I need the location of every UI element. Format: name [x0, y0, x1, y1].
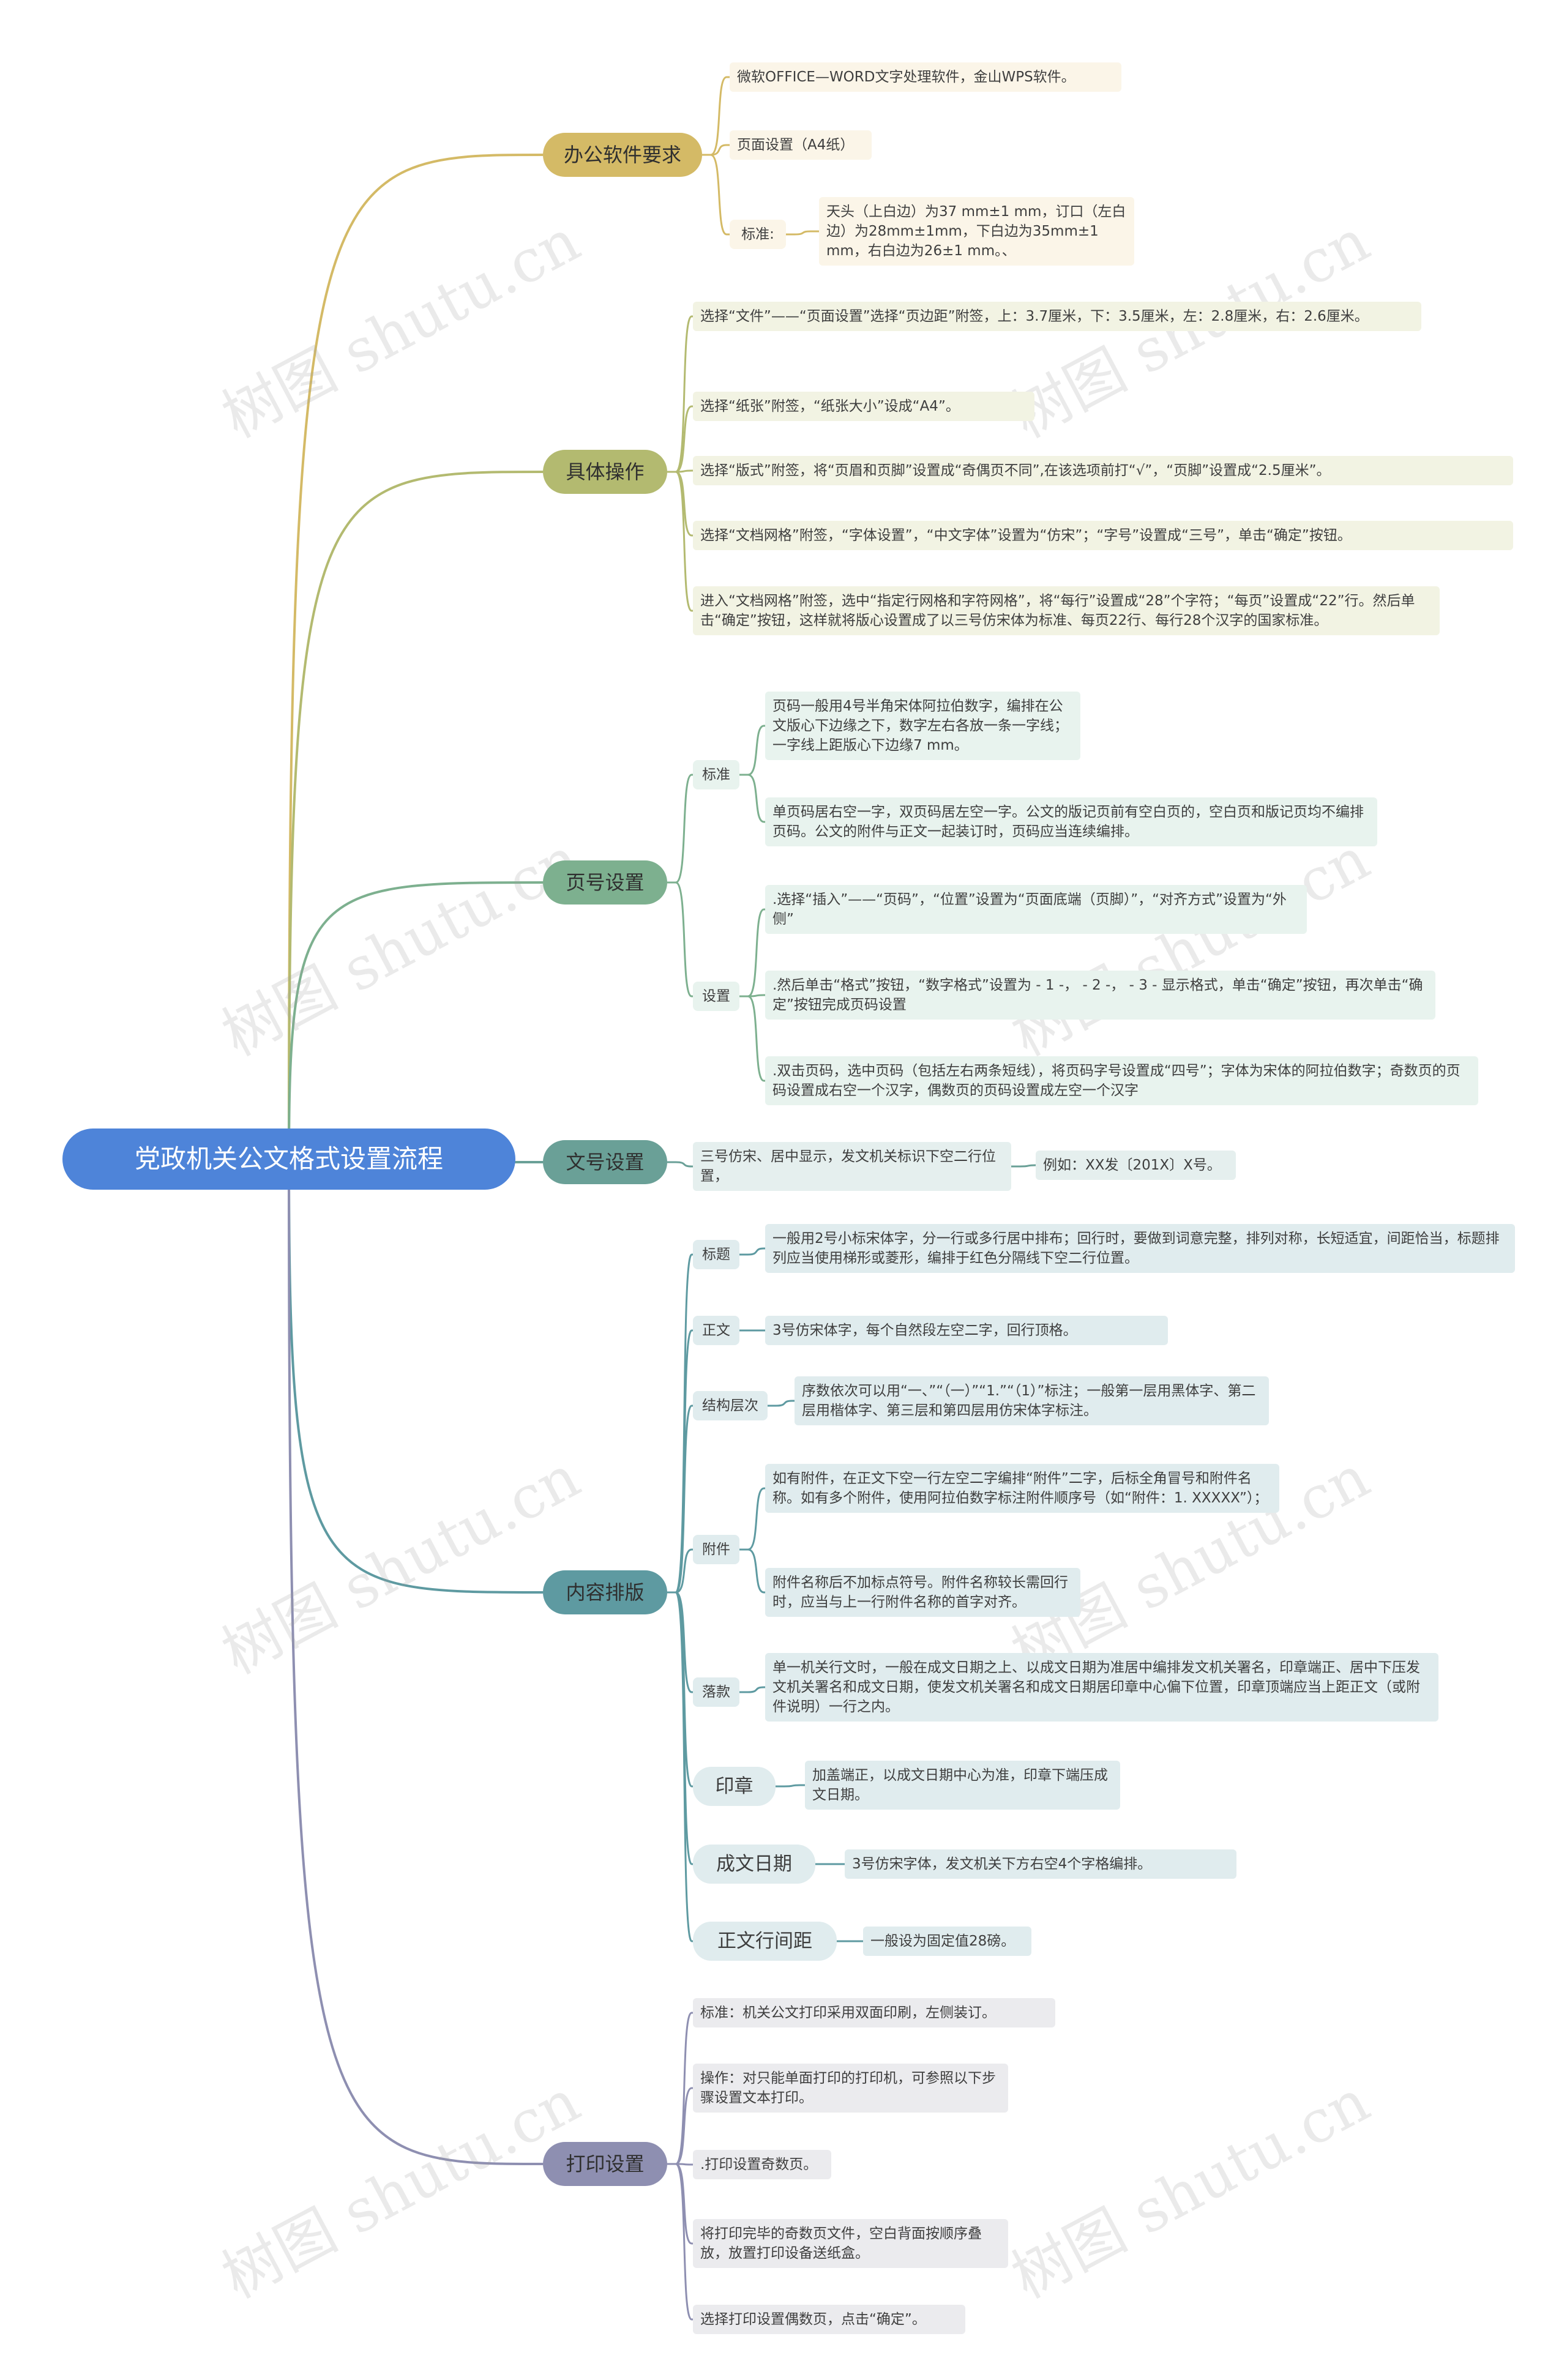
content-attachment-item[interactable]: 附件名称后不加标点符号。附件名称较长需回行时，应当与上一行附件名称的首字对齐。 — [765, 1568, 1080, 1617]
content-seal-text[interactable]: 加盖端正，以成文日期中心为准，印章下端压成文日期。 — [805, 1761, 1120, 1810]
software-item[interactable]: 微软OFFICE—WORD文字处理软件，金山WPS软件。 — [730, 62, 1121, 92]
child-connector — [739, 774, 765, 823]
docnum-example[interactable]: 例如：XX发〔201X〕X号。 — [1036, 1151, 1236, 1180]
content-attachment-item[interactable]: 如有附件，在正文下空一行左空二字编排“附件”二字，后标全角冒号和附件名称。如有多… — [765, 1464, 1279, 1513]
child-connector — [739, 1686, 765, 1693]
child-connector — [702, 76, 730, 156]
content-date-label[interactable]: 成文日期 — [693, 1845, 815, 1884]
child-connector — [667, 1329, 693, 1594]
child-connector — [739, 1487, 765, 1551]
print-item[interactable]: 操作：对只能单面打印的打印机，可参照以下步骤设置文本打印。 — [693, 2064, 1008, 2113]
child-connector — [667, 315, 693, 473]
ops-item[interactable]: 选择“文档网格”附签，“字体设置”，“中文字体”设置为“仿宋”；“字号”设置成“… — [693, 521, 1513, 550]
print-item[interactable]: 将打印完毕的奇数页文件，空白背面按顺序叠放，放置打印设备送纸盒。 — [693, 2219, 1008, 2268]
content-signature-text[interactable]: 单一机关行文时，一般在成文日期之上、以成文日期为准居中编排发文机关署名，印章端正… — [765, 1653, 1438, 1722]
software-item[interactable]: 页面设置（A4纸） — [730, 130, 872, 160]
branch-connector — [288, 471, 544, 1160]
print-item[interactable]: .打印设置奇数页。 — [693, 2150, 831, 2179]
child-connector — [667, 1591, 693, 1942]
content-body-label[interactable]: 正文 — [693, 1316, 739, 1345]
branch-operations[interactable]: 具体操作 — [543, 450, 667, 494]
branch-connector — [288, 154, 544, 1160]
pagenum-setting-item[interactable]: .然后单击“格式”按钮，“数字格式”设置为 - 1 -， - 2 -， - 3 … — [765, 971, 1435, 1020]
pagenum-setting-label[interactable]: 设置 — [693, 982, 739, 1011]
child-connector — [667, 881, 693, 998]
root-node[interactable]: 党政机关公文格式设置流程 — [62, 1128, 515, 1190]
content-structure-label[interactable]: 结构层次 — [693, 1391, 768, 1420]
child-connector — [739, 1247, 765, 1256]
pagenum-setting-item[interactable]: .双击页码，选中页码（包括左右两条短线），将页码字号设置成“四号”；字体为宋体的… — [765, 1056, 1478, 1105]
content-structure-text[interactable]: 序数依次可以用“一、”“（一）”“1.”“（1）”标注；一般第一层用黑体字、第二… — [795, 1376, 1269, 1425]
child-connector — [667, 774, 693, 884]
child-connector — [667, 1161, 693, 1168]
branch-content-layout[interactable]: 内容排版 — [543, 1570, 667, 1614]
child-connector — [667, 471, 693, 612]
content-line-spacing-label[interactable]: 正文行间距 — [693, 1922, 837, 1961]
ops-item[interactable]: 选择“版式”附签，将“页眉和页脚”设置成“奇偶页不同”,在该选项前打“√”，“页… — [693, 456, 1513, 485]
child-connector — [702, 154, 730, 236]
child-connector — [776, 1784, 805, 1788]
ops-item[interactable]: 选择“文件”——“页面设置”选择“页边距”附签，上：3.7厘米，下：3.5厘米，… — [693, 302, 1421, 331]
pagenum-standard-item[interactable]: 页码一般用4号半角宋体阿拉伯数字，编排在公文版心下边缘之下，数字左右各放一条一字… — [765, 692, 1080, 760]
content-date-text[interactable]: 3号仿宋字体，发文机关下方右空4个字格编排。 — [845, 1849, 1236, 1879]
pagenum-standard-label[interactable]: 标准 — [693, 760, 739, 789]
content-signature-label[interactable]: 落款 — [693, 1677, 739, 1707]
child-connector — [739, 908, 765, 998]
child-connector — [667, 2012, 693, 2165]
ops-item[interactable]: 选择“纸张”附签，“纸张大小”设成“A4”。 — [693, 392, 1034, 421]
docnum-text[interactable]: 三号仿宋、居中显示，发文机关标识下空二行位置， — [693, 1142, 1011, 1191]
pagenum-standard-item[interactable]: 单页码居右空一字，双页码居左空一字。公文的版记页前有空白页的，空白页和版记页均不… — [765, 797, 1377, 846]
content-line-spacing-text[interactable]: 一般设为固定值28磅。 — [863, 1927, 1031, 1956]
child-connector — [667, 1591, 693, 1865]
content-seal-label[interactable]: 印章 — [693, 1767, 776, 1806]
branch-page-number-settings[interactable]: 页号设置 — [543, 860, 667, 905]
print-item[interactable]: 标准：机关公文打印采用双面印刷，左侧装订。 — [693, 1998, 1055, 2027]
child-connector — [739, 995, 765, 1082]
child-connector — [667, 2087, 693, 2165]
child-connector — [739, 1548, 765, 1594]
software-standard-text[interactable]: 天头（上白边）为37 mm±1 mm，订口（左白边）为28mm±1mm，下白边为… — [819, 197, 1134, 266]
content-attachment-label[interactable]: 附件 — [693, 1535, 739, 1564]
content-title-text[interactable]: 一般用2号小标宋体字，分一行或多行居中排布；回行时，要做到词意完整，排列对称，长… — [765, 1224, 1515, 1273]
child-connector — [786, 230, 819, 236]
software-standard-label[interactable]: 标准: — [730, 220, 786, 249]
ops-item[interactable]: 进入“文档网格”附签，选中“指定行网格和字符网格”，将“每行”设置成“28”个字… — [693, 586, 1440, 635]
branch-connector — [288, 1158, 544, 2165]
branch-print-settings[interactable]: 打印设置 — [543, 2142, 667, 2186]
content-body-text[interactable]: 3号仿宋体字，每个自然段左空二字，回行顶格。 — [765, 1316, 1168, 1345]
child-connector — [739, 725, 765, 776]
child-connector — [1011, 1164, 1036, 1168]
pagenum-setting-item[interactable]: .选择“插入”——“页码”，“位置”设置为“页面底端（页脚）”，“对齐方式”设置… — [765, 885, 1307, 934]
branch-software-requirements[interactable]: 办公软件要求 — [543, 133, 702, 177]
child-connector — [667, 1404, 693, 1594]
child-connector — [667, 2163, 693, 2321]
branch-document-number-settings[interactable]: 文号设置 — [543, 1140, 667, 1184]
branch-connector — [288, 1158, 544, 1594]
child-connector — [768, 1400, 795, 1407]
print-item[interactable]: 选择打印设置偶数页，点击“确定”。 — [693, 2305, 965, 2334]
child-connector — [667, 1253, 693, 1594]
branch-connector — [288, 881, 544, 1160]
content-title-label[interactable]: 标题 — [693, 1240, 739, 1269]
